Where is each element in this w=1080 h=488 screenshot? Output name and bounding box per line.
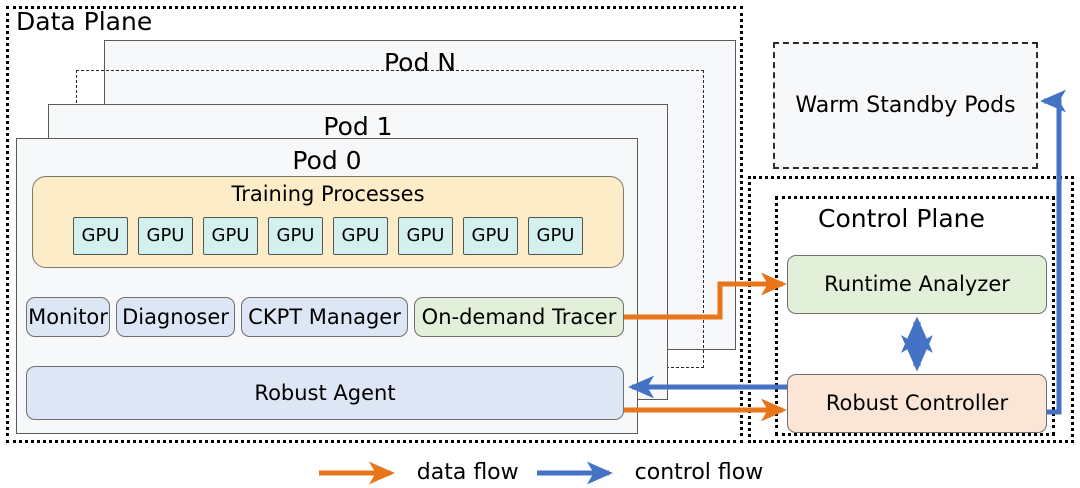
ckpt-manager-block[interactable]: CKPT Manager xyxy=(241,297,408,337)
gpu-box[interactable]: GPU xyxy=(268,217,323,255)
gpu-row: GPU GPU GPU GPU GPU GPU GPU GPU xyxy=(33,217,623,255)
on-demand-tracer-block[interactable]: On-demand Tracer xyxy=(414,297,624,337)
robust-controller-label: Robust Controller xyxy=(825,391,1009,416)
runtime-analyzer-label: Runtime Analyzer xyxy=(824,272,1010,297)
gpu-box[interactable]: GPU xyxy=(73,217,128,255)
control-flow-arrow-icon xyxy=(536,461,613,485)
pod-0-label: Pod 0 xyxy=(292,146,362,175)
control-plane-container xyxy=(775,196,1055,436)
warm-standby-pods-label: Warm Standby Pods xyxy=(795,93,1016,118)
diagnoser-block[interactable]: Diagnoser xyxy=(116,297,235,337)
diagnoser-label: Diagnoser xyxy=(122,304,229,329)
data-flow-arrow-icon xyxy=(318,461,395,485)
legend-item-data-flow: data flow xyxy=(317,460,519,485)
legend-label-control-flow: control flow xyxy=(634,460,764,485)
ckpt-manager-label: CKPT Manager xyxy=(248,304,401,329)
gpu-box[interactable]: GPU xyxy=(138,217,193,255)
legend-label-data-flow: data flow xyxy=(416,460,519,485)
data-plane-title: Data Plane xyxy=(16,7,153,36)
runtime-analyzer-block[interactable]: Runtime Analyzer xyxy=(787,255,1047,314)
robust-agent-label: Robust Agent xyxy=(254,380,396,405)
warm-standby-pods-block[interactable]: Warm Standby Pods xyxy=(773,42,1038,169)
pod-1-label: Pod 1 xyxy=(323,112,393,141)
robust-controller-block[interactable]: Robust Controller xyxy=(787,374,1047,433)
gpu-box[interactable]: GPU xyxy=(333,217,388,255)
on-demand-tracer-label: On-demand Tracer xyxy=(421,304,617,329)
gpu-box[interactable]: GPU xyxy=(463,217,518,255)
control-plane-outer-container xyxy=(748,176,1074,443)
monitor-label: Monitor xyxy=(28,304,108,329)
gpu-box[interactable]: GPU xyxy=(203,217,258,255)
legend-item-control-flow: control flow xyxy=(535,460,764,485)
training-processes-block[interactable]: Training Processes GPU GPU GPU GPU GPU G… xyxy=(32,176,624,268)
legend: data flow control flow xyxy=(0,460,1080,485)
gpu-box[interactable]: GPU xyxy=(528,217,583,255)
robust-agent-block[interactable]: Robust Agent xyxy=(26,366,624,420)
training-processes-label: Training Processes xyxy=(231,182,425,206)
data-plane-container xyxy=(6,6,743,443)
arrow-tracer-to-runtime-analyzer xyxy=(624,272,787,320)
control-plane-title: Control Plane xyxy=(818,204,985,233)
arrow-controller-to-warm-standby xyxy=(1040,89,1067,415)
gpu-box[interactable]: GPU xyxy=(398,217,453,255)
monitor-block[interactable]: Monitor xyxy=(26,297,110,337)
